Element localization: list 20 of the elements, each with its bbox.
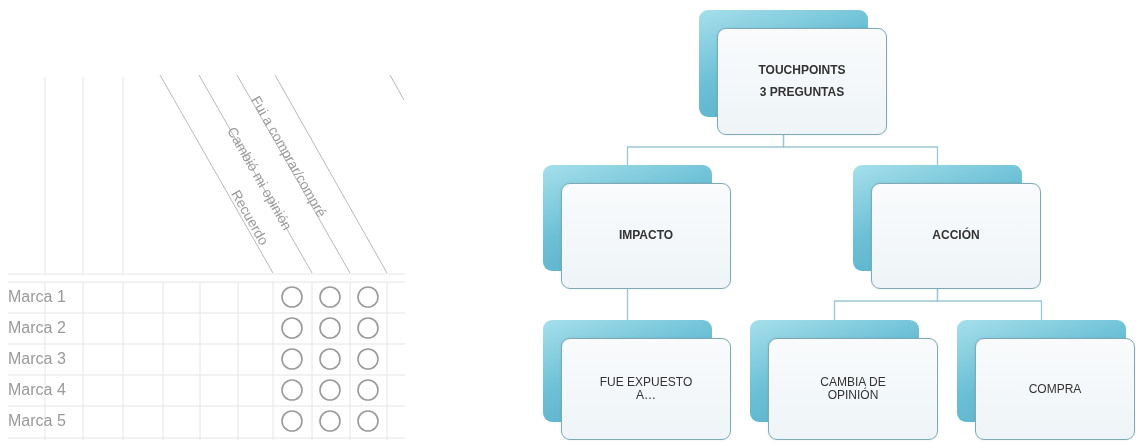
process-box — [853, 165, 1041, 289]
node-label: TOUCHPOINTS 3 PREGUNTAS — [757, 61, 847, 101]
node-label: ACCIÓN — [932, 226, 980, 245]
node-label: COMPRA — [1028, 382, 1082, 396]
process-box — [543, 320, 731, 440]
process-box — [699, 10, 887, 135]
node-label: CAMBIA DE OPINIÓN — [819, 376, 887, 402]
process-box — [957, 320, 1135, 440]
row-label: Marca 4 — [8, 381, 66, 399]
connector-line — [936, 288, 1043, 321]
node-label: IMPACTO — [618, 227, 674, 245]
node-label: FUE EXPUESTO A… — [598, 376, 694, 402]
row-label: Marca 5 — [8, 412, 66, 430]
row-label: Marca 2 — [8, 319, 66, 337]
process-box — [750, 320, 938, 440]
connector-line — [626, 288, 629, 321]
connector-line — [782, 134, 939, 166]
row-label: Marca 3 — [8, 350, 66, 368]
process-box — [543, 165, 731, 289]
row-label: Marca 1 — [8, 288, 66, 306]
